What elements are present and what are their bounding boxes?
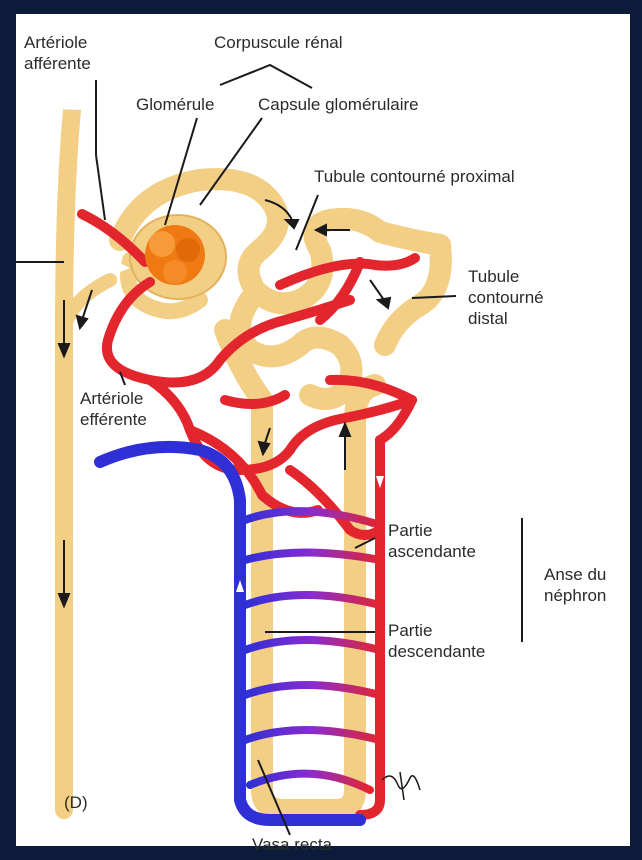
label-tubule-distal: Tubule contourné distal	[468, 266, 544, 329]
label-partie-ascendante: Partie ascendante	[388, 520, 476, 562]
artist-signature	[382, 772, 420, 800]
label-panel-letter: (D)	[64, 792, 88, 813]
label-glomerule: Glomérule	[136, 94, 214, 115]
label-arteriole-efferente: Artériole efférente	[80, 388, 147, 430]
glomerulus	[145, 225, 205, 285]
label-corpuscule-renal: Corpuscule rénal	[214, 32, 343, 53]
label-partie-descendante: Partie descendante	[388, 620, 485, 662]
label-tubule-proximal: Tubule contourné proximal	[314, 166, 515, 187]
label-arteriole-afferente: Artériole afférente	[24, 32, 91, 74]
label-anse-du-nephron: Anse du néphron	[544, 564, 606, 606]
label-capsule-glomerulaire: Capsule glomérulaire	[258, 94, 419, 115]
label-vasa-recta: Vasa recta	[252, 834, 332, 855]
corpuscle-bracket	[220, 65, 312, 88]
